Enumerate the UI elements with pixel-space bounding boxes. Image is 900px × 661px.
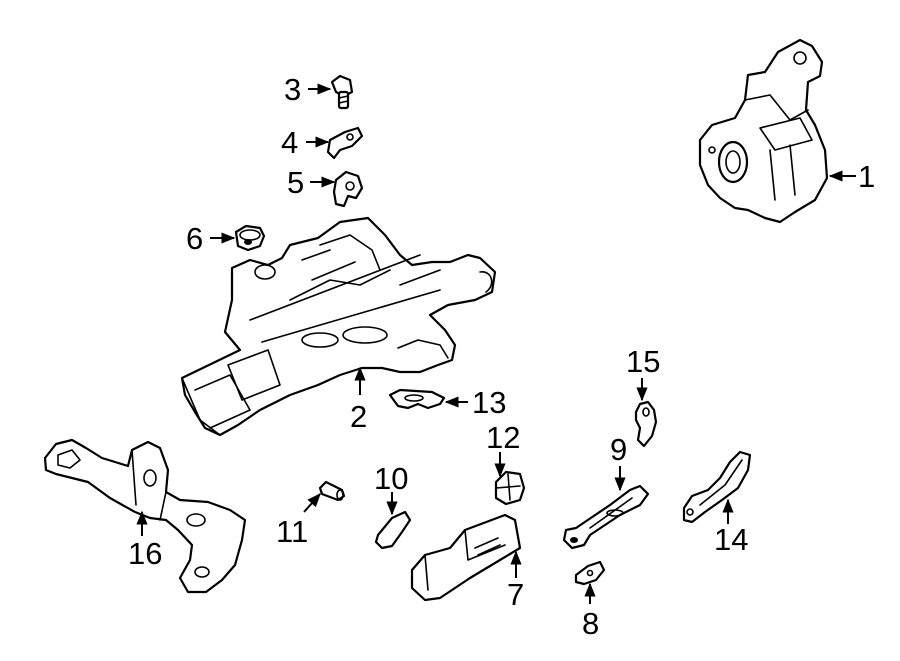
- part-11-pin[interactable]: [318, 480, 346, 502]
- part-4-clip[interactable]: [326, 126, 364, 160]
- part-2-column-housing[interactable]: [180, 216, 497, 437]
- callout-7: 7: [507, 577, 524, 612]
- part-3-bolt[interactable]: [330, 74, 354, 110]
- part-5-knob[interactable]: [332, 170, 364, 208]
- callout-3: 3: [284, 72, 301, 107]
- leader-11: [303, 492, 321, 513]
- part-12-block[interactable]: [494, 470, 526, 506]
- callout-2: 2: [350, 399, 367, 434]
- callout-5: 5: [287, 165, 304, 200]
- callout-8: 8: [582, 606, 599, 641]
- callout-13: 13: [472, 385, 506, 420]
- part-13-spring[interactable]: [388, 388, 446, 410]
- callout-15: 15: [626, 344, 660, 379]
- callout-labels: 1 2 3 4 5 6 7 8 9 10 11 12 13 14 15 16: [128, 72, 875, 641]
- callout-12: 12: [486, 420, 520, 455]
- callout-4: 4: [281, 125, 298, 160]
- part-1-housing[interactable]: [698, 38, 829, 224]
- part-7-housing[interactable]: [410, 513, 522, 602]
- callout-6: 6: [186, 221, 203, 256]
- part-9-lever[interactable]: [562, 484, 650, 550]
- part-10-cam[interactable]: [374, 510, 412, 550]
- part-15-release[interactable]: [634, 400, 658, 448]
- part-14-lever-arm[interactable]: [682, 450, 752, 524]
- callout-16: 16: [128, 536, 162, 571]
- callout-9: 9: [610, 432, 627, 467]
- callout-11: 11: [276, 514, 308, 549]
- callout-10: 10: [374, 461, 408, 496]
- callout-14: 14: [714, 522, 748, 557]
- part-6-bushing[interactable]: [234, 224, 266, 252]
- callout-1: 1: [858, 159, 875, 194]
- part-8-clip[interactable]: [574, 560, 606, 586]
- leader-lines: [136, 83, 856, 604]
